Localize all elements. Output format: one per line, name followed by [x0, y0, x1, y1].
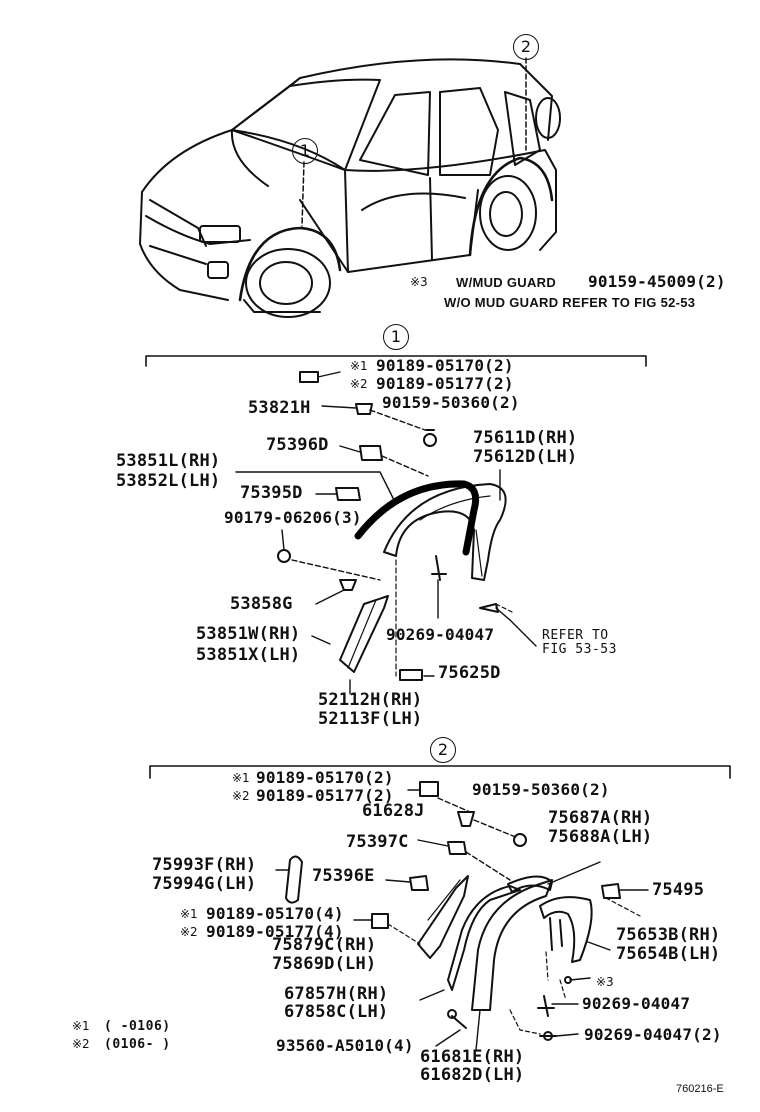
- s1-grommet-53858g: 53858G: [230, 594, 293, 614]
- s1-moulding-lh: 53851X(LH): [196, 645, 301, 665]
- section-1-art: [145, 355, 647, 695]
- s2-clip-75396e: 75396E: [312, 866, 375, 886]
- footnote-mudguard-label: W/MUD GUARD: [456, 275, 557, 290]
- s2-clip-75397c: 75397C: [346, 832, 409, 852]
- s1-splash-lh: 52113F(LH): [318, 709, 423, 729]
- s1-mark-1: ※1: [350, 359, 368, 373]
- legend-range-1: ( -0106): [104, 1019, 171, 1034]
- s2-flare-lh: 75688A(LH): [548, 827, 653, 847]
- s2-clip-90269-2: 90269-04047(2): [584, 1025, 722, 1044]
- s2-seal-rh: 75879C(RH): [272, 935, 377, 955]
- s2-bolt-c1: 90189-05170(4): [206, 904, 344, 923]
- section-2-art: [149, 765, 731, 1051]
- s2-panel-lh: 61682D(LH): [420, 1065, 525, 1085]
- s2-seal-lh: 75869D(LH): [272, 954, 377, 974]
- legend-range-2: (0106- ): [104, 1037, 171, 1052]
- callout-2-vehicle: 2: [513, 34, 539, 60]
- s1-flare-rh: 75611D(RH): [473, 428, 578, 448]
- s2-moulding-lh: 67858C(LH): [284, 1002, 389, 1022]
- s2-mark-1: ※1: [232, 771, 250, 785]
- s2-panel-rh: 61681E(RH): [420, 1047, 525, 1067]
- footnote-no-mudguard: W/O MUD GUARD REFER TO FIG 52-53: [444, 295, 696, 310]
- s1-clip-90269: 90269-04047: [386, 625, 495, 644]
- s2-screw-b: 90159-50360(2): [472, 780, 610, 799]
- s2-rear-flare-rh: 75653B(RH): [616, 925, 721, 945]
- s2-screw-93560: 93560-A5010(4): [276, 1036, 414, 1055]
- s2-bracket-61628j: 61628J: [362, 801, 425, 821]
- s2-clip-75495: 75495: [652, 880, 705, 900]
- s2-trim-rh: 75993F(RH): [152, 855, 257, 875]
- s1-moulding-rh: 53851W(RH): [196, 624, 301, 644]
- footnote-mark-3: ※3: [410, 275, 428, 289]
- legend-mark-2: ※2: [72, 1037, 90, 1051]
- s1-clip-75395d: 75395D: [240, 483, 303, 503]
- s2-clip-90269: 90269-04047: [582, 994, 691, 1013]
- s1-refer-line2: FIG 53-53: [542, 642, 617, 657]
- s2-bolt-b1: 90189-05170(2): [256, 768, 394, 787]
- s1-flare-lh: 75612D(LH): [473, 447, 578, 467]
- s2-rear-flare-lh: 75654B(LH): [616, 944, 721, 964]
- s1-seal-lh: 53852L(LH): [116, 471, 221, 491]
- s1-mark-2: ※2: [350, 377, 368, 391]
- vehicle-illustration: [139, 57, 561, 318]
- s1-pad-75625d: 75625D: [438, 663, 501, 683]
- s1-bolt-a1: 90189-05170(2): [376, 356, 514, 375]
- s2-bolt-c2: 90189-05177(4): [206, 922, 344, 941]
- s1-clip-75396d: 75396D: [266, 435, 329, 455]
- s2-mark-2b: ※2: [180, 925, 198, 939]
- callout-1-vehicle: 1: [292, 138, 318, 164]
- s1-refer-line1: REFER TO: [542, 628, 609, 643]
- s2-bolt-b2: 90189-05177(2): [256, 786, 394, 805]
- s1-bracket-53821h: 53821H: [248, 398, 311, 418]
- s1-screw-a: 90159-50360(2): [382, 393, 520, 412]
- s1-splash-rh: 52112H(RH): [318, 690, 423, 710]
- s1-nut: 90179-06206(3): [224, 508, 362, 527]
- s2-mark-2: ※2: [232, 789, 250, 803]
- callout-1-section: 1: [383, 324, 409, 350]
- s2-flare-rh: 75687A(RH): [548, 808, 653, 828]
- s1-bolt-a2: 90189-05177(2): [376, 374, 514, 393]
- s2-mark-3: ※3: [596, 975, 614, 989]
- legend-mark-1: ※1: [72, 1019, 90, 1033]
- s2-moulding-rh: 67857H(RH): [284, 984, 389, 1004]
- s1-seal-rh: 53851L(RH): [116, 451, 221, 471]
- s2-mark-1b: ※1: [180, 907, 198, 921]
- figure-id: 760216-E: [676, 1083, 724, 1095]
- s2-trim-lh: 75994G(LH): [152, 874, 257, 894]
- callout-2-section: 2: [430, 737, 456, 763]
- footnote-mudguard-part: 90159-45009(2): [588, 272, 726, 291]
